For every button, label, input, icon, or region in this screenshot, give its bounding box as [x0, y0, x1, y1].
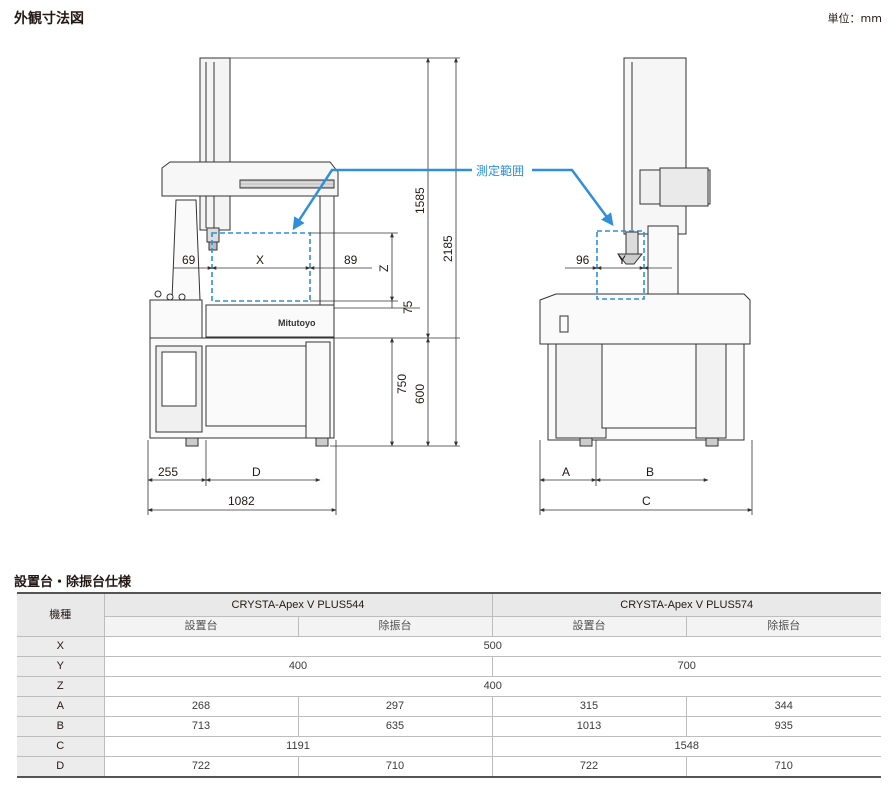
svg-text:69: 69: [182, 253, 196, 267]
front-view: [149, 57, 339, 447]
table-cell: 500: [103, 636, 881, 657]
table-cell: 710: [297, 756, 493, 778]
table-cell: 400: [103, 656, 493, 677]
table-row: Y 400 700: [17, 656, 881, 677]
table-cell: 700: [491, 656, 881, 677]
svg-text:1082: 1082: [228, 494, 255, 508]
row-label: Y: [17, 656, 105, 677]
table-row: A 268 297 315 344: [17, 696, 881, 717]
svg-text:96: 96: [576, 253, 590, 267]
section-title: 設置台・除振台仕様: [14, 575, 132, 590]
table-row: X 500: [17, 636, 881, 657]
measuring-range-arrows: [292, 168, 614, 231]
table-cell: 710: [685, 756, 881, 778]
svg-text:X: X: [256, 253, 264, 267]
subheader-vibration-isolator: 除振台: [685, 616, 881, 637]
table-cell: 935: [685, 716, 881, 737]
table-cell: 400: [103, 676, 881, 697]
measuring-range-label: 測定範囲: [476, 163, 524, 178]
table-cell: 344: [685, 696, 881, 717]
table-cell: 635: [297, 716, 493, 737]
row-label: Z: [17, 676, 105, 697]
row-label: C: [17, 736, 105, 757]
svg-text:Z: Z: [377, 265, 391, 272]
side-view: [539, 57, 751, 447]
table-cell: 1548: [491, 736, 881, 757]
unit-label: 単位：mm: [827, 12, 882, 25]
table-cell: 315: [491, 696, 687, 717]
row-label: X: [17, 636, 105, 657]
svg-text:1585: 1585: [413, 187, 427, 214]
table-cell: 268: [103, 696, 299, 717]
svg-text:89: 89: [344, 253, 358, 267]
svg-text:600: 600: [413, 384, 427, 404]
model-header: 機種: [17, 592, 105, 637]
page-title: 外観寸法図: [14, 11, 84, 27]
row-label: A: [17, 696, 105, 717]
measuring-range-side: [596, 230, 645, 300]
spec-table: 機種 CRYSTA-Apex V PLUS544 CRYSTA-Apex V P…: [17, 592, 881, 778]
table-cell: 1013: [491, 716, 687, 737]
table-cell: 722: [103, 756, 299, 778]
row-label: D: [17, 756, 105, 778]
side-dimension-labels: 96 Y A B C: [562, 253, 654, 508]
table-cell: 722: [491, 756, 687, 778]
side-dimensions: [539, 266, 753, 515]
subheader-stand: 設置台: [104, 616, 299, 637]
table-row: D 722 710 722 710: [17, 756, 881, 778]
subheader-stand: 設置台: [491, 616, 687, 637]
svg-text:D: D: [252, 465, 261, 479]
brand-label: Mitutoyo: [278, 318, 316, 328]
table-row: Z 400: [17, 676, 881, 697]
svg-text:2185: 2185: [441, 235, 455, 262]
model-544-header: CRYSTA-Apex V PLUS544: [103, 592, 493, 617]
measuring-range-front: [211, 232, 311, 302]
subheader-vibration-isolator: 除振台: [297, 616, 493, 637]
row-label: B: [17, 716, 105, 737]
table-header-row: 機種 CRYSTA-Apex V PLUS544 CRYSTA-Apex V P…: [17, 592, 881, 637]
table-cell: 713: [103, 716, 299, 737]
front-dimension-labels: 69 X 89 Z 75 1585 2185 750 600 255 D 108…: [158, 187, 455, 508]
dimension-drawing: Mitutoyo 69 X 89 Z 75 1585 2185 750 600: [147, 57, 753, 515]
svg-text:A: A: [562, 465, 570, 479]
table-cell: 1191: [103, 736, 493, 757]
svg-text:255: 255: [158, 465, 178, 479]
svg-text:C: C: [642, 494, 651, 508]
model-574-header: CRYSTA-Apex V PLUS574: [491, 592, 881, 617]
table-row: C 1191 1548: [17, 736, 881, 757]
front-dimensions: [147, 57, 460, 515]
svg-text:750: 750: [395, 374, 409, 394]
svg-text:Y: Y: [618, 253, 626, 267]
svg-text:75: 75: [401, 300, 415, 314]
table-row: B 713 635 1013 935: [17, 716, 881, 737]
table-cell: 297: [297, 696, 493, 717]
svg-text:B: B: [646, 465, 654, 479]
table-subheader-row: 設置台 除振台 設置台 除振台: [17, 616, 881, 637]
